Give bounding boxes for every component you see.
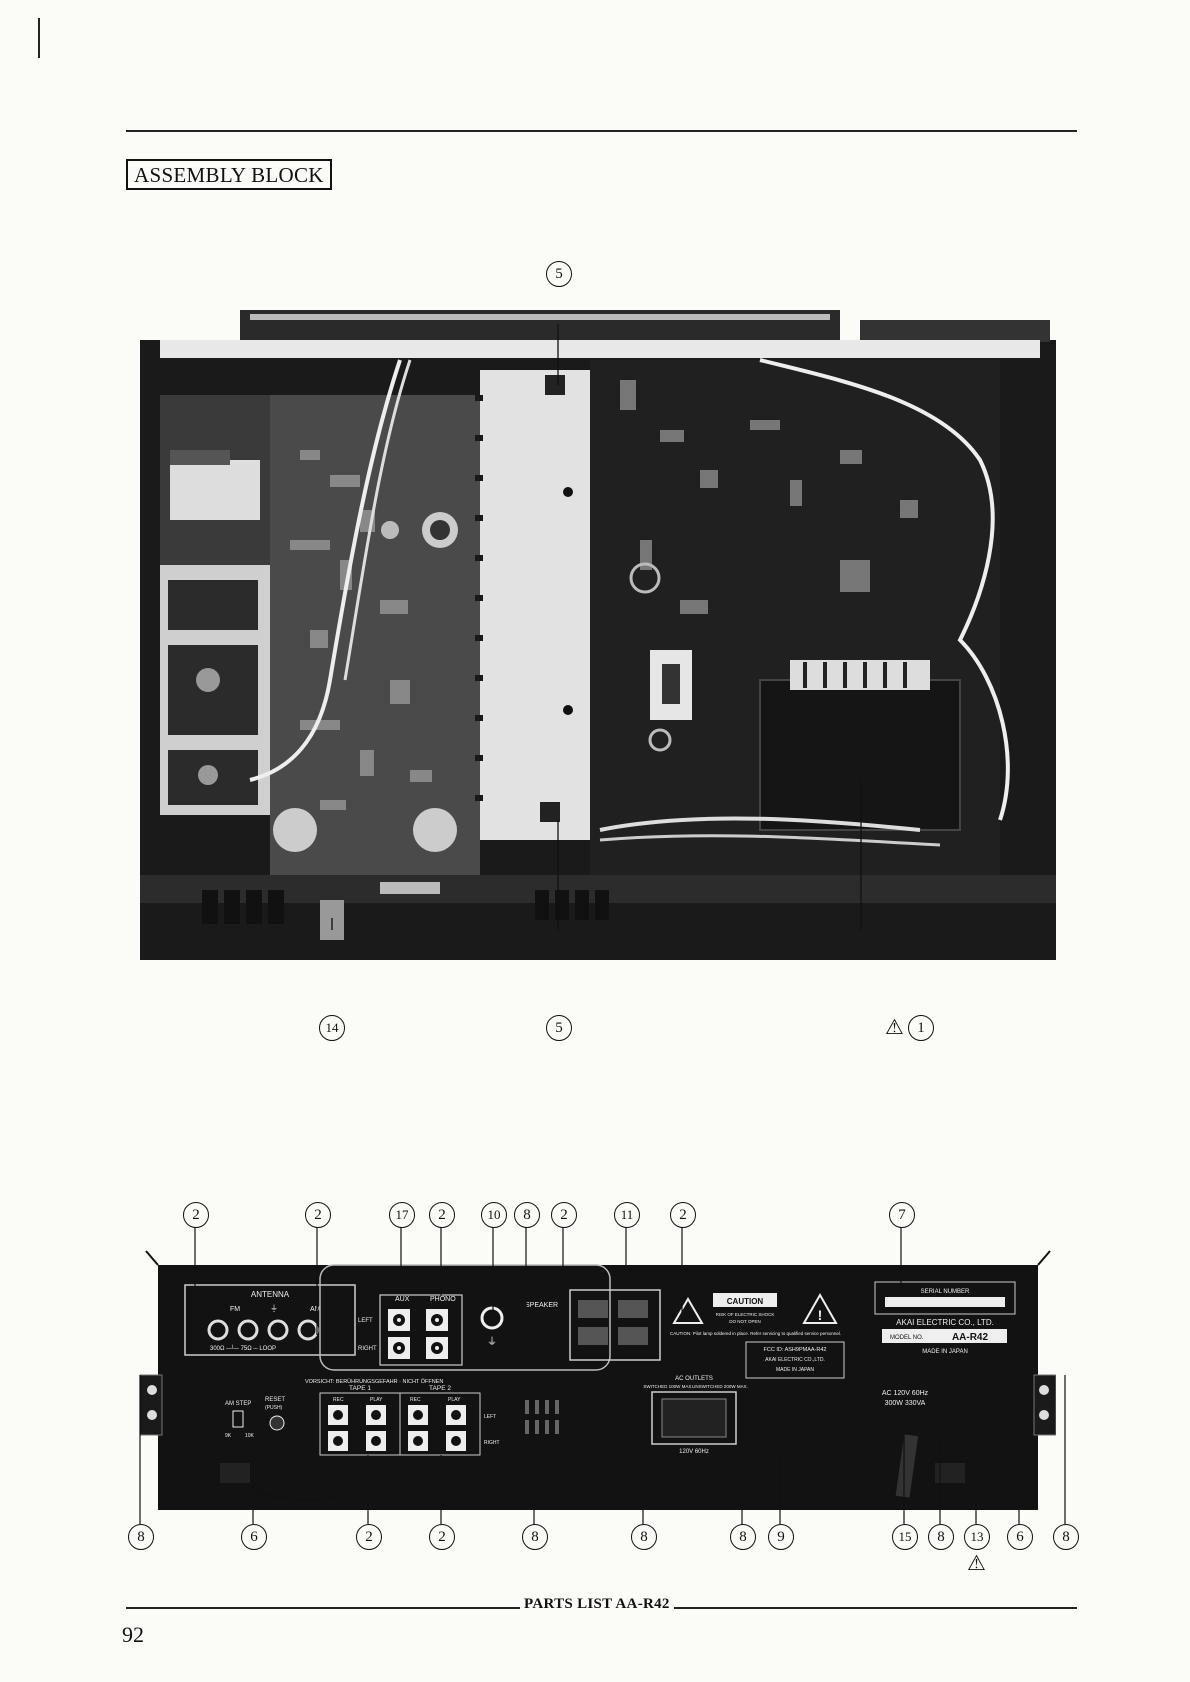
power-rating-line-1: AC 120V 60Hz: [882, 1390, 929, 1397]
antenna-ground-label: ⏚: [270, 1304, 278, 1313]
german-warning: VORSICHT: BERÜHRUNGSGEFAHR · NICHT ÖFFNE…: [305, 1378, 443, 1385]
fcc-line-1: FCC ID: ASH9PMAA-R42: [764, 1347, 827, 1353]
ac-switched-label: SWITCHED 100W MAX.: [643, 1384, 692, 1389]
rear-callout-2-tape2: 2: [429, 1524, 455, 1550]
maker-origin: MADE IN JAPAN: [922, 1349, 968, 1355]
antenna-fm-label: FM: [230, 1306, 240, 1313]
left-label: LEFT: [358, 1318, 373, 1324]
tape1-play-label: PLAY: [370, 1397, 383, 1403]
model-number: AA-R42: [952, 1332, 989, 1343]
rear-callout-8-right-bracket: 8: [1053, 1524, 1079, 1550]
ac-outlets-title: AC OUTLETS: [675, 1376, 713, 1382]
callout-14: 14: [319, 1015, 345, 1041]
rear-callout-11: 11: [614, 1202, 640, 1228]
top-rule: [126, 130, 1077, 132]
rear-callout-15: 15: [892, 1524, 918, 1550]
antenna-sub-label: 300Ω ─┴─ 75Ω ─ LOOP: [210, 1344, 276, 1352]
warning-triangle-icon: ⚠: [885, 1015, 904, 1039]
rear-callout-8-vent-left: 8: [522, 1524, 548, 1550]
fcc-line-3: MADE IN JAPAN: [776, 1367, 814, 1373]
rear-callout-7: 7: [889, 1202, 915, 1228]
rear-callout-8-vent-right: 8: [631, 1524, 657, 1550]
rear-callout-8-ac: 8: [730, 1524, 756, 1550]
tape2-play-label: PLAY: [448, 1397, 461, 1403]
right-label: RIGHT: [358, 1346, 377, 1352]
tape1-rec-label: REC: [333, 1397, 344, 1403]
footer-rule-left: [126, 1607, 526, 1609]
power-rating-line-2: 300W 330VA: [885, 1400, 926, 1407]
chassis-top-view-photo: [140, 300, 1056, 980]
callout-1: 1: [908, 1015, 934, 1041]
rear-callout-2-switch: 2: [670, 1202, 696, 1228]
rear-callout-13: 13: [964, 1524, 990, 1550]
svg-text:!: !: [818, 1307, 823, 1323]
rear-callout-2-speaker: 2: [551, 1202, 577, 1228]
am-step-9k: 9K: [225, 1433, 232, 1439]
caution-note: CAUTION: Pilot lamp soldered in place. R…: [670, 1331, 841, 1336]
tape-left-label: LEFT: [484, 1414, 496, 1420]
rear-callout-2-antenna-right: 2: [305, 1202, 331, 1228]
phono-label: PHONO: [430, 1296, 456, 1303]
tape-right-label: RIGHT: [484, 1440, 500, 1446]
section-title: ASSEMBLY BLOCK: [126, 159, 332, 190]
antenna-label: ANTENNA: [251, 1290, 290, 1299]
rear-callout-2-aux: 2: [429, 1202, 455, 1228]
rear-callout-2-tape1: 2: [356, 1524, 382, 1550]
serial-number-label: SERIAL NUMBER: [921, 1289, 970, 1295]
page-number: 92: [122, 1622, 144, 1647]
reset-label: RESET: [265, 1397, 285, 1403]
rear-panel-svg: ANTENNA FM ⏚ AM 300Ω ─┴─ 75Ω ─ LOOP AUX …: [139, 1250, 1057, 1510]
svg-text:⏚: ⏚: [487, 1336, 497, 1348]
callout-5-top: 5: [546, 261, 572, 287]
rear-panel-illustration: ANTENNA FM ⏚ AM 300Ω ─┴─ 75Ω ─ LOOP AUX …: [139, 1235, 1057, 1515]
fcc-line-2: AKAI ELECTRIC CO.,LTD.: [765, 1357, 825, 1363]
caution-title: CAUTION: [727, 1297, 764, 1306]
antenna-am-label: AM: [310, 1306, 321, 1313]
rear-callout-6-left: 6: [241, 1524, 267, 1550]
footer-rule-right: [668, 1607, 1077, 1609]
caution-line-1: RISK OF ELECTRIC SHOCK: [716, 1312, 775, 1317]
rear-callout-9: 9: [768, 1524, 794, 1550]
warning-triangle-icon-rear: ⚠: [967, 1551, 986, 1575]
chassis-top-view-illustration: [140, 310, 1056, 980]
ac-unswitched-label: UNSWITCHED 200W MAX.: [692, 1384, 748, 1389]
tape2-label: TAPE 2: [429, 1385, 451, 1392]
model-prefix: MODEL NO.: [890, 1335, 924, 1341]
callout-5-bottom: 5: [546, 1015, 572, 1041]
caution-line-2: DO NOT OPEN: [729, 1319, 760, 1324]
rear-callout-6-right: 6: [1007, 1524, 1033, 1550]
rear-callout-10: 10: [481, 1202, 507, 1228]
am-step-10k: 10K: [245, 1433, 255, 1439]
ac-rating-label: 120V 60Hz: [679, 1449, 709, 1455]
maker-company: AKAI ELECTRIC CO., LTD.: [896, 1318, 994, 1327]
tape2-rec-label: REC: [410, 1397, 421, 1403]
aux-label: AUX: [395, 1296, 410, 1303]
rear-callout-8-left-bracket: 8: [128, 1524, 154, 1550]
rear-callout-17: 17: [389, 1202, 415, 1228]
speaker-label: SPEAKER: [525, 1302, 558, 1309]
rear-callout-8-speaker: 8: [514, 1202, 540, 1228]
tape1-label: TAPE 1: [349, 1385, 371, 1392]
scan-mark: [38, 18, 40, 58]
rear-callout-8-cord: 8: [928, 1524, 954, 1550]
reset-push-label: (PUSH): [265, 1405, 283, 1411]
rear-callout-2-antenna-left: 2: [183, 1202, 209, 1228]
am-step-label: AM STEP: [225, 1401, 251, 1407]
footer-title: PARTS LIST AA-R42: [520, 1596, 674, 1613]
